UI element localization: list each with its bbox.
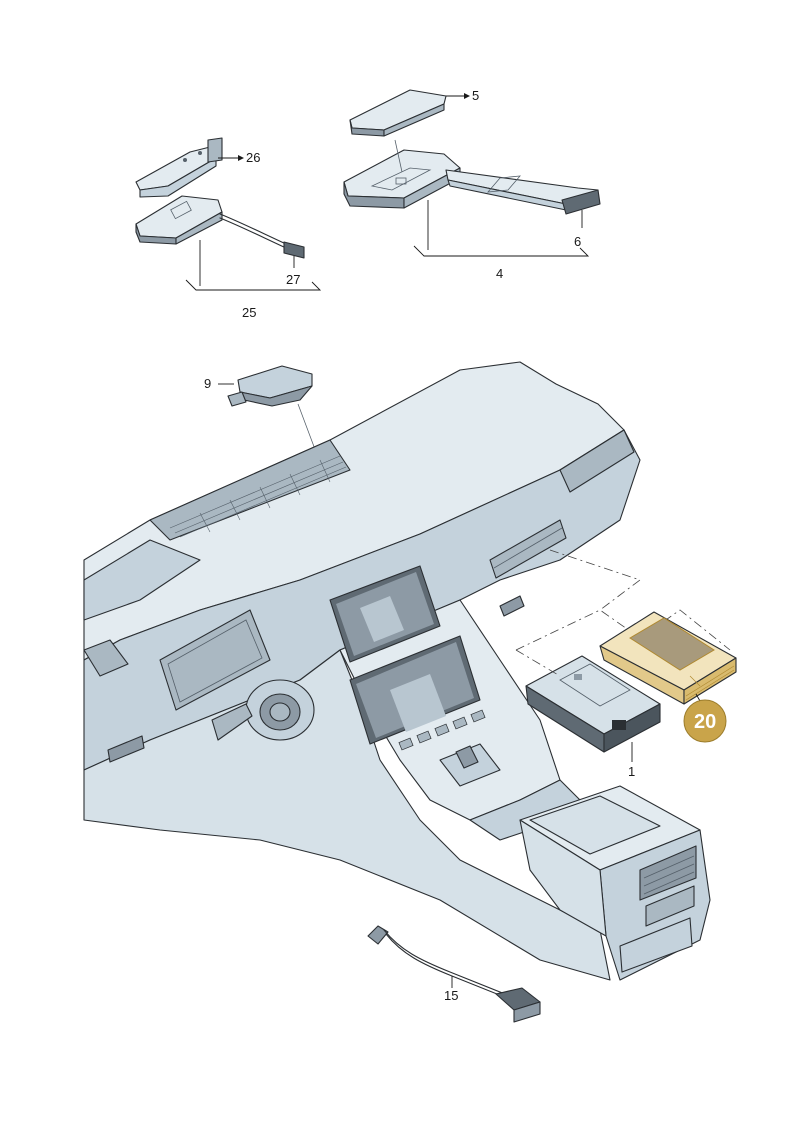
bracket-part-26[interactable] (135, 137, 223, 198)
cable-part-15[interactable] (367, 925, 541, 1023)
holder-part-1[interactable] (525, 655, 661, 753)
cover-part-5[interactable] (349, 89, 447, 137)
callout-5: 5 (472, 88, 479, 103)
callout-1: 1 (628, 764, 635, 779)
callout-27: 27 (286, 272, 300, 287)
highlighted-part-20[interactable] (599, 611, 737, 705)
callout-26: 26 (246, 150, 260, 165)
dashboard-illustration (83, 361, 711, 981)
cable-part-6[interactable] (445, 169, 601, 215)
module-part-27[interactable] (135, 195, 305, 259)
tray-part-4[interactable] (343, 139, 461, 209)
callout-15: 15 (444, 988, 458, 1003)
callout-6: 6 (574, 234, 581, 249)
assembly-4: 5 6 4 (343, 88, 601, 281)
callout-4: 4 (496, 266, 503, 281)
callout-20: 20 (694, 711, 716, 733)
sensor-part-9[interactable] (227, 365, 313, 407)
callout-25: 25 (242, 305, 256, 320)
highlight-badge-20[interactable] (683, 699, 727, 743)
assembly-25: 26 27 25 (135, 137, 322, 320)
callout-9: 9 (204, 376, 211, 391)
